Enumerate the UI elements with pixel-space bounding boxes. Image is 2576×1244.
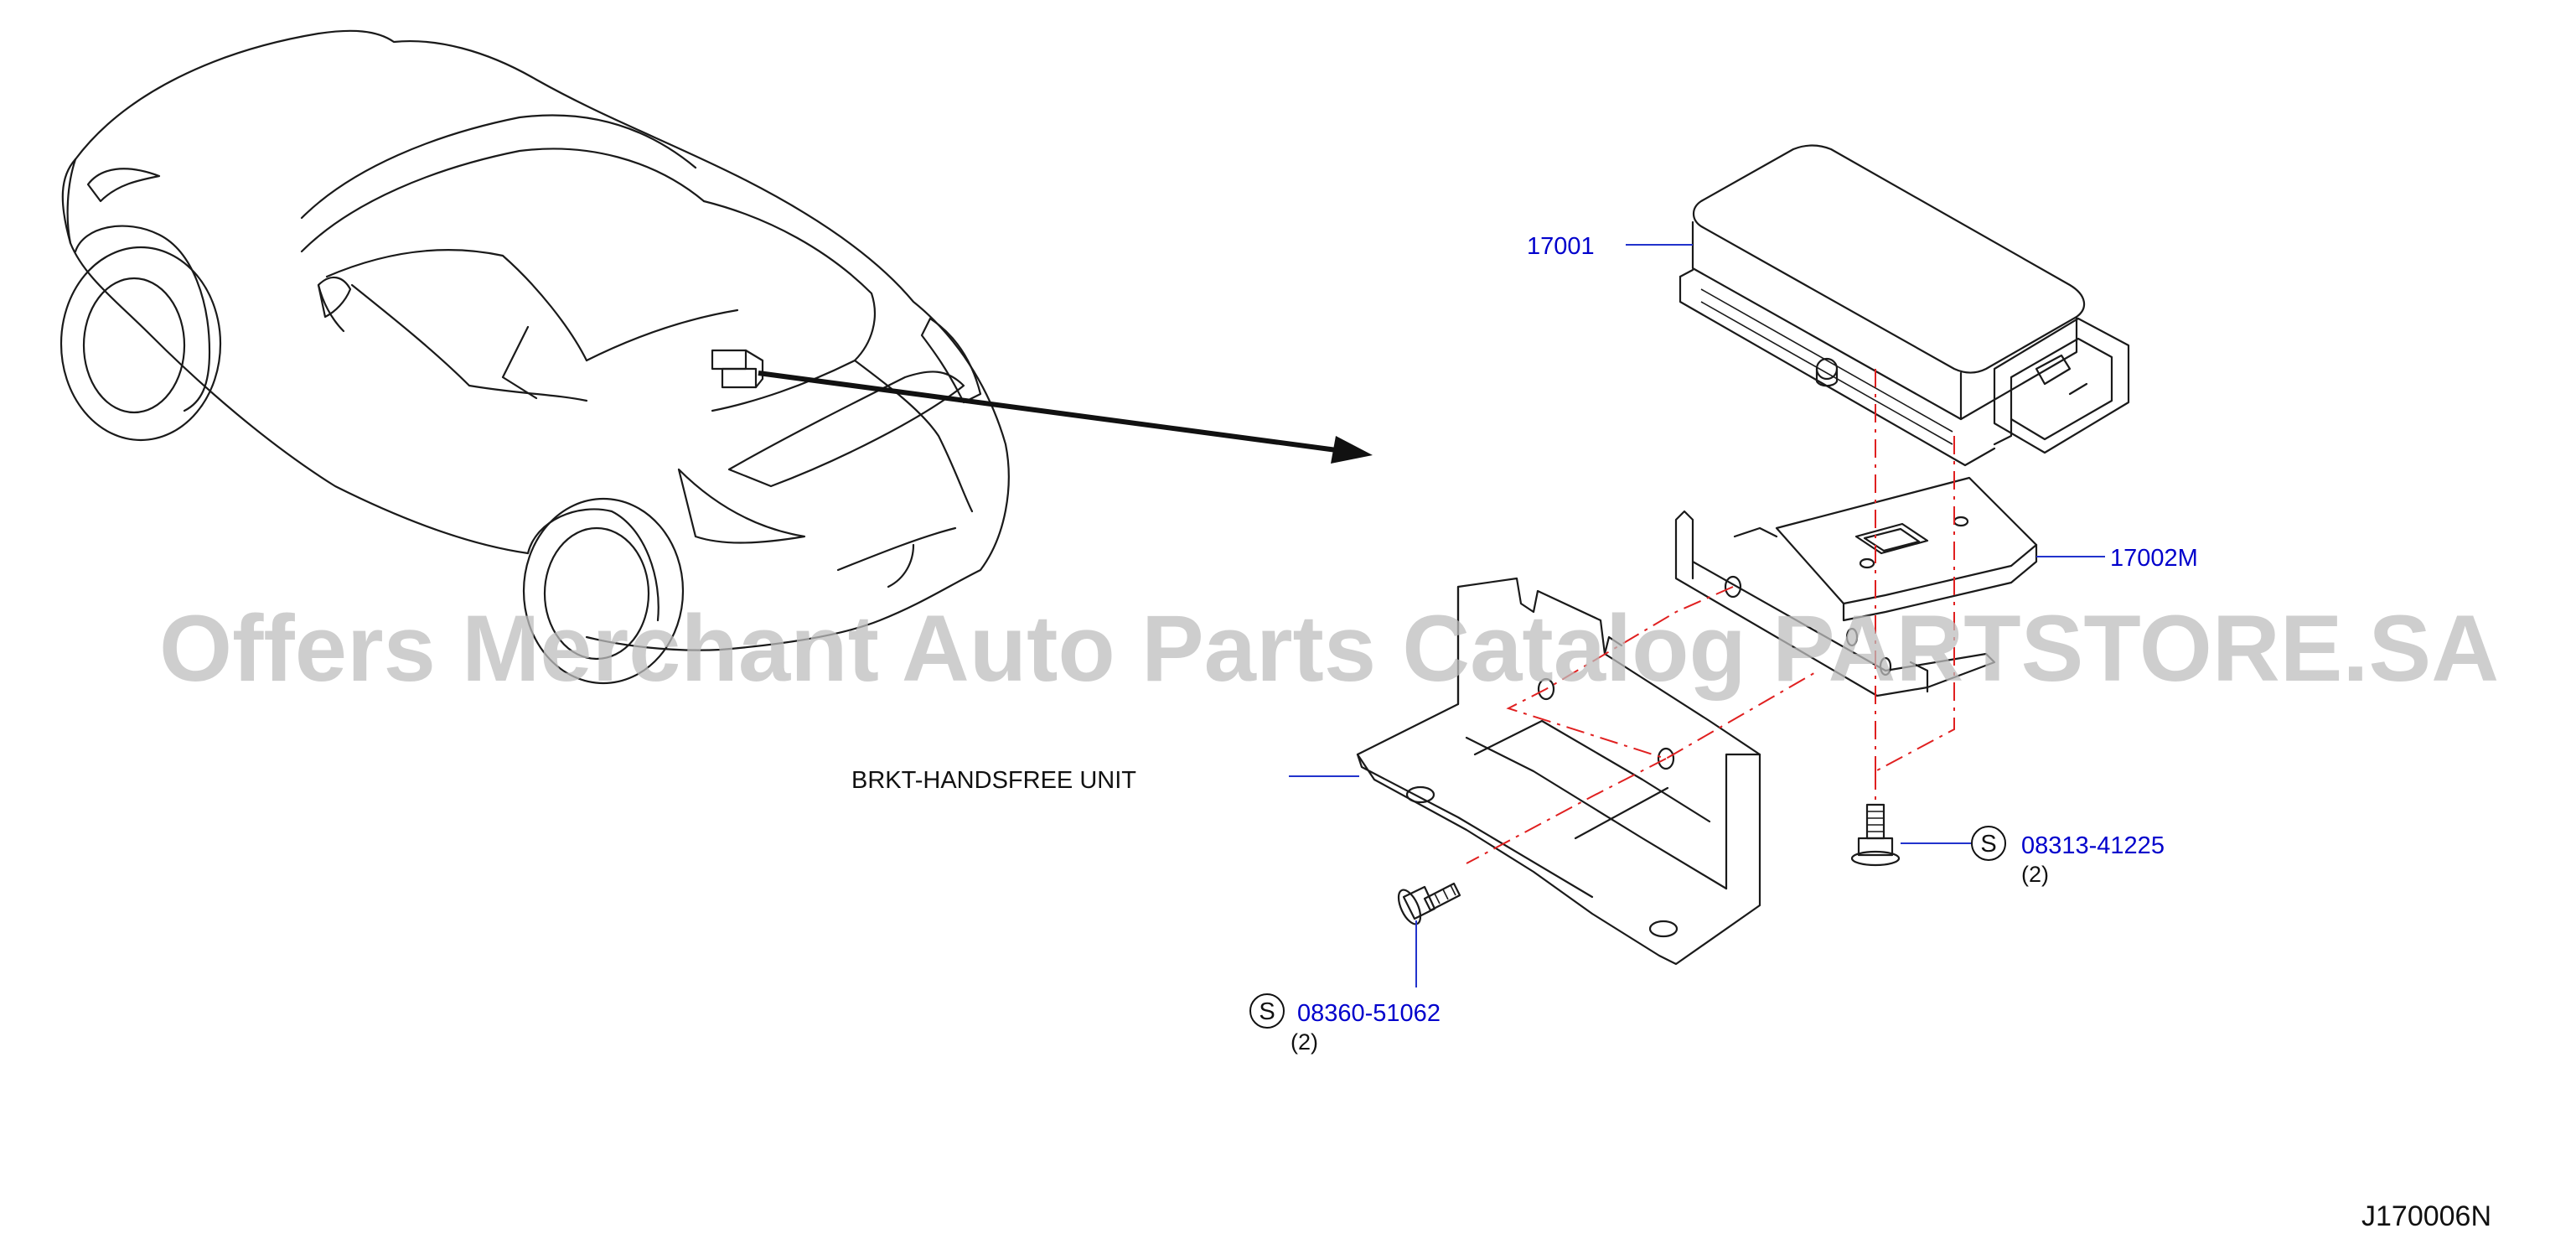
std-symbol-bolt-left: S (1249, 993, 1285, 1029)
assembly-lines (1466, 369, 1955, 864)
svg-text:S: S (1980, 831, 1996, 858)
sub-bracket (1674, 476, 2038, 697)
bolt-left (1397, 882, 1461, 925)
part-number-08313-41225[interactable]: 08313-41225 (2021, 832, 2165, 859)
main-bracket (1356, 575, 1761, 966)
part-number-08360-51062[interactable]: 08360-51062 (1297, 1000, 1441, 1027)
vehicle-outline (59, 29, 1010, 685)
qty-bolt-left: (2) (1291, 1029, 1318, 1055)
watermark: Offers Merchant Auto Parts Catalog PARTS… (159, 596, 2499, 701)
bracket-label[interactable]: BRKT-HANDSFREE UNIT (851, 767, 1136, 794)
svg-text:S: S (1259, 998, 1275, 1025)
part-number-17002m[interactable]: 17002M (2110, 545, 2198, 572)
qty-bolt-right: (2) (2021, 862, 2049, 887)
std-symbol-bolt-right: S (1971, 826, 2006, 861)
location-arrow (758, 371, 1373, 464)
diagram-code: J170006N (2361, 1200, 2491, 1232)
part-number-17001[interactable]: 17001 (1527, 233, 1595, 260)
handsfree-unit (1679, 144, 2130, 467)
bolt-right (1850, 803, 1901, 867)
